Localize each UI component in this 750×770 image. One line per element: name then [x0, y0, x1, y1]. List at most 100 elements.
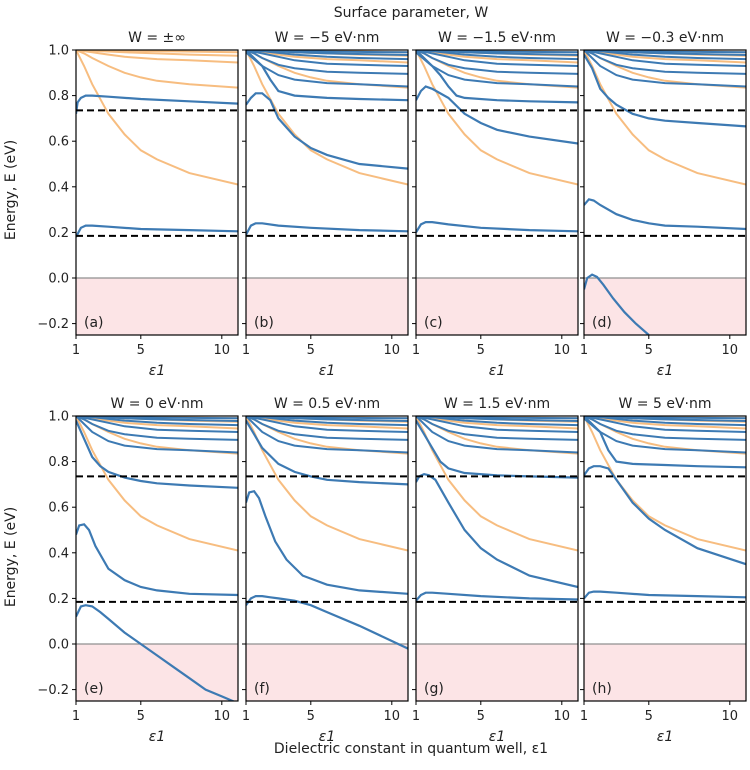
x-tick-label: 5: [645, 709, 653, 724]
negative-energy-region: [584, 278, 746, 335]
blue-series-line: [76, 416, 238, 454]
y-tick-label: 1.0: [48, 44, 69, 59]
x-tick-label: 10: [722, 709, 739, 724]
panel-title: W = 0 eV·nm: [111, 396, 204, 412]
orange-series-line: [416, 416, 578, 430]
negative-energy-region: [416, 644, 578, 701]
x-tick-label: 10: [722, 343, 739, 358]
x-tick-label: 1: [412, 343, 420, 358]
blue-series-line: [584, 417, 746, 469]
panel-letter-label: (c): [424, 315, 443, 331]
panel-letter-label: (g): [424, 681, 444, 697]
blue-series-line: [584, 590, 746, 600]
panel-letter-label: (f): [254, 681, 270, 697]
panel-curves: [246, 50, 408, 236]
y-tick-label: −0.2: [37, 317, 69, 332]
blue-series-line: [76, 420, 238, 489]
x-tick-label: 5: [137, 709, 145, 724]
panel-x-axis-label: ε1: [489, 363, 505, 379]
panel-x-axis-label: ε1: [319, 729, 335, 745]
orange-series-line: [76, 416, 238, 430]
blue-series-line: [584, 54, 746, 128]
panel-curves: [584, 50, 746, 335]
y-tick-label: 0.4: [48, 180, 69, 195]
y-tick-label: 0.8: [48, 455, 69, 470]
blue-series-line: [246, 595, 408, 650]
blue-series-line: [416, 472, 578, 589]
blue-series-line: [246, 489, 408, 595]
blue-series-line: [416, 85, 578, 145]
y-tick-label: 0.0: [48, 638, 69, 653]
blue-series-line: [416, 416, 578, 441]
x-tick-label: 5: [307, 709, 315, 724]
figure-bottom-xlabel: Dielectric constant in quantum well, ε1: [274, 741, 548, 757]
panel-x-axis-label: ε1: [657, 363, 673, 379]
x-tick-label: 10: [554, 343, 571, 358]
orange-series-line: [76, 50, 238, 186]
orange-series-line: [416, 50, 578, 64]
blue-series-line: [416, 416, 578, 433]
x-tick-label: 10: [214, 709, 231, 724]
blue-series-line: [584, 50, 746, 67]
orange-series-line: [76, 416, 238, 552]
blue-series-line: [584, 50, 746, 75]
panel-frame: [245, 49, 409, 336]
orange-series-line: [584, 416, 746, 430]
blue-series-line: [76, 94, 238, 114]
panel-frame: [583, 415, 747, 702]
blue-series-line: [246, 92, 408, 170]
panel-x-axis-label: ε1: [149, 729, 165, 745]
blue-series-line: [246, 222, 408, 236]
panel-curves: [584, 416, 746, 600]
panel-curves: [76, 50, 238, 238]
panel-frame: [415, 415, 579, 702]
panel-letter-label: (h): [592, 681, 612, 697]
blue-series-line: [584, 465, 746, 566]
orange-series-line: [76, 50, 238, 89]
blue-series-line: [584, 50, 746, 88]
blue-series-line: [76, 604, 236, 701]
orange-series-line: [246, 416, 408, 430]
x-tick-label: 10: [384, 343, 401, 358]
x-tick-label: 1: [72, 343, 80, 358]
x-tick-label: 5: [307, 343, 315, 358]
figure-top-title: Surface parameter, W: [334, 5, 489, 21]
panel-curves: [416, 50, 578, 233]
x-tick-label: 1: [72, 709, 80, 724]
blue-series-line: [416, 51, 578, 104]
blue-series-line: [416, 416, 578, 454]
panel-x-axis-label: ε1: [319, 363, 335, 379]
panel-title: W = −5 eV·nm: [275, 30, 380, 46]
blue-series-line: [416, 50, 578, 75]
x-tick-label: 5: [477, 343, 485, 358]
y-tick-label: 0.6: [48, 501, 69, 516]
x-tick-label: 1: [580, 343, 588, 358]
panel-letter-label: (e): [84, 681, 104, 697]
y-tick-label: 0.8: [48, 89, 69, 104]
blue-series-line: [246, 51, 408, 102]
x-tick-label: 1: [412, 709, 420, 724]
blue-series-line: [76, 224, 238, 238]
panel-curves: [416, 416, 578, 602]
panel-title: W = 1.5 eV·nm: [444, 396, 550, 412]
x-tick-label: 5: [645, 343, 653, 358]
negative-energy-region: [246, 278, 408, 335]
y-tick-label: 0.0: [48, 272, 69, 287]
panel-letter-label: (a): [84, 315, 104, 331]
y-axis-label-top: Energy, E (eV): [3, 140, 19, 240]
blue-series-line: [246, 416, 408, 454]
orange-series-line: [76, 50, 238, 64]
panel-frame: [245, 415, 409, 702]
panel-title: W = 5 eV·nm: [619, 396, 712, 412]
negative-energy-region: [584, 644, 746, 701]
x-tick-label: 10: [214, 343, 231, 358]
panel-c: 1 5 10 ε1 W = −1.5 eV·nm (c): [412, 30, 579, 379]
panel-title: W = −1.5 eV·nm: [438, 30, 556, 46]
panel-x-axis-label: ε1: [149, 363, 165, 379]
